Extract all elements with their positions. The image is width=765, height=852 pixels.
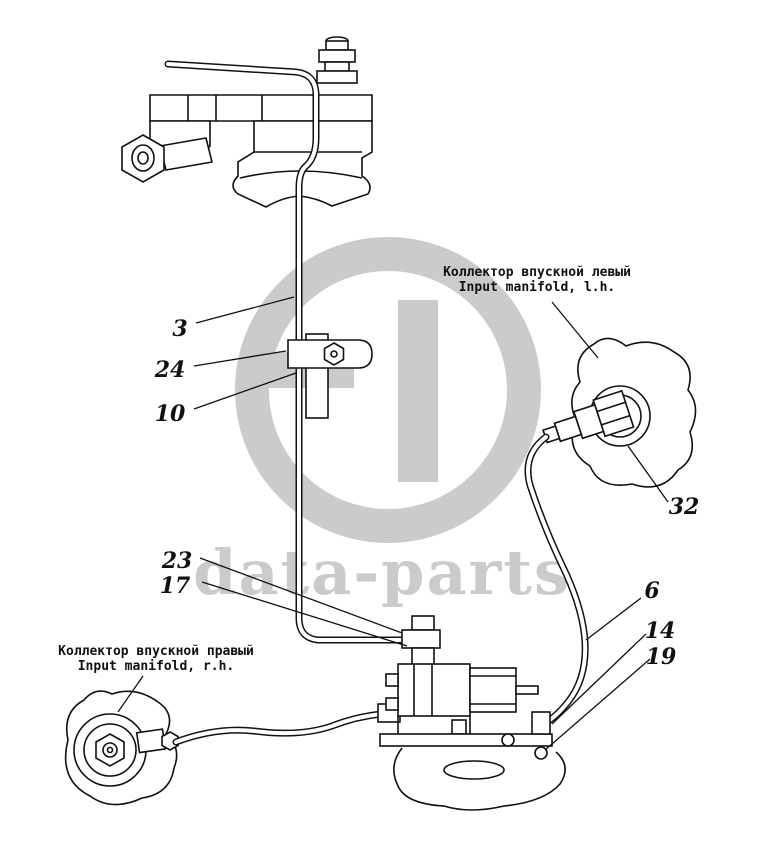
engine-base-drawing bbox=[393, 747, 566, 811]
watermark-logo: data-parts bbox=[193, 237, 571, 609]
watermark-text: data-parts bbox=[193, 536, 571, 609]
label-left-manifold-ru: Коллектор впускной левый bbox=[443, 265, 631, 280]
callout-32: 32 bbox=[668, 494, 700, 520]
right-manifold-drawing bbox=[64, 690, 179, 806]
callout-3: 3 bbox=[172, 316, 188, 342]
banjo-bolt-drawing bbox=[121, 134, 165, 183]
left-manifold-drawing bbox=[542, 337, 697, 488]
callout-6: 6 bbox=[644, 578, 660, 604]
nozzle-fitting-drawing bbox=[542, 389, 635, 444]
callout-10: 10 bbox=[154, 401, 186, 427]
label-left-manifold: Коллектор впускной левый Input manifold,… bbox=[443, 265, 631, 295]
fuel-pipe-drawing bbox=[164, 60, 412, 644]
left-manifold-hose-drawing bbox=[524, 433, 589, 727]
label-right-manifold-en: Input manifold, r.h. bbox=[77, 659, 235, 674]
callout-19: 19 bbox=[645, 644, 677, 670]
pipe-clamp-drawing bbox=[287, 339, 373, 369]
label-right-manifold: Коллектор впускной правый Input manifold… bbox=[58, 644, 254, 674]
callout-17: 17 bbox=[159, 573, 191, 599]
engine-bracket-drawing bbox=[121, 36, 373, 208]
callout-14: 14 bbox=[644, 618, 676, 644]
right-manifold-hose-drawing bbox=[172, 709, 396, 746]
valve-assembly-drawing bbox=[377, 615, 553, 760]
leader-lines bbox=[117, 296, 669, 751]
label-right-manifold-ru: Коллектор впускной правый bbox=[58, 644, 254, 659]
label-left-manifold-en: Input manifold, l.h. bbox=[458, 280, 616, 295]
callout-24: 24 bbox=[154, 357, 186, 383]
callout-23: 23 bbox=[161, 548, 193, 574]
